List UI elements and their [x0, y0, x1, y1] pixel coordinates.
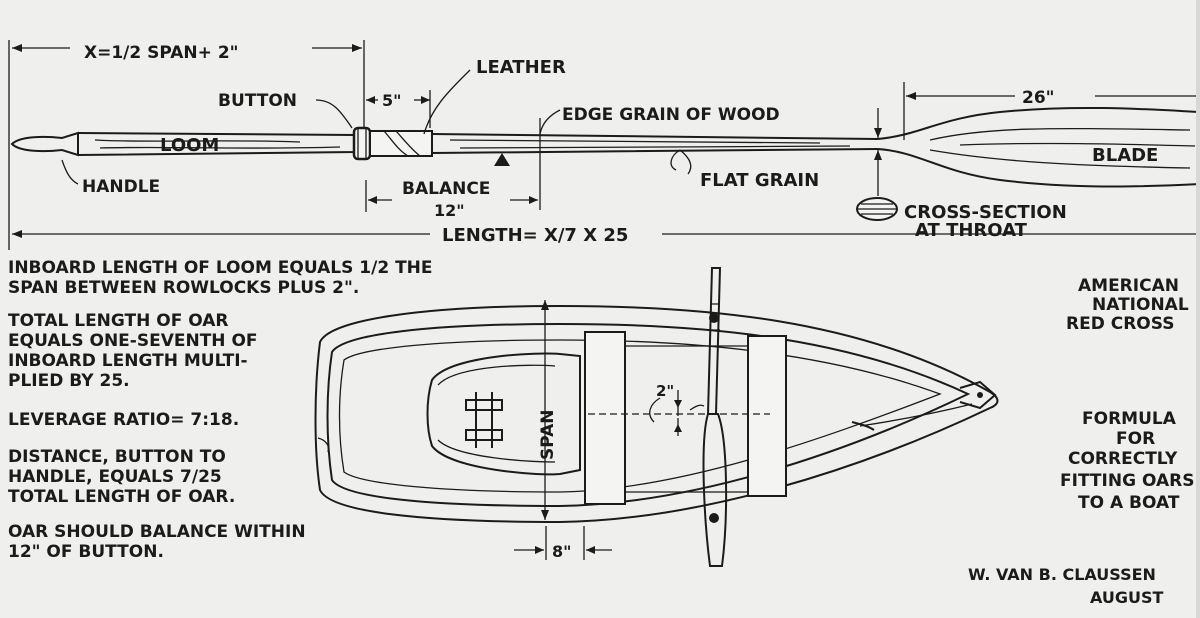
page-edge — [1196, 0, 1200, 618]
edge-grain-label: EDGE GRAIN OF WOOD — [562, 105, 780, 125]
leather-label: LEATHER — [476, 57, 566, 78]
five-inch-label: 5" — [382, 91, 401, 110]
formula-line-3: CORRECTLY — [1068, 449, 1178, 469]
boat-drawing — [314, 304, 999, 524]
org-line-2: NATIONAL — [1092, 295, 1189, 315]
flat-grain-label: FLAT GRAIN — [700, 170, 819, 191]
bow-stem — [959, 380, 997, 410]
note-4b: HANDLE, EQUALS 7/25 — [8, 467, 222, 487]
boat-oar-blade — [702, 413, 728, 567]
button-label: BUTTON — [218, 91, 297, 111]
length-formula-label: LENGTH= X/7 X 25 — [442, 225, 628, 246]
org-line-3: RED CROSS — [1066, 314, 1174, 334]
oar-dimensions — [8, 40, 1198, 250]
oar-leather — [369, 130, 433, 157]
x-formula-label: X=1/2 SPAN+ 2" — [84, 43, 239, 63]
formula-line-2: FOR — [1116, 429, 1155, 449]
oar-drawing — [10, 106, 1200, 221]
twelve-inch-label: 12" — [434, 201, 465, 220]
formula-line-4: FITTING OARS — [1060, 471, 1194, 491]
note-2b: EQUALS ONE-SEVENTH OF — [8, 331, 258, 351]
note-2a: TOTAL LENGTH OF OAR — [8, 311, 229, 331]
seat-cleat — [465, 399, 503, 441]
note-1a: INBOARD LENGTH OF LOOM EQUALS 1/2 THE — [8, 258, 433, 278]
note-4c: TOTAL LENGTH OF OAR. — [8, 487, 235, 507]
painter-rope — [859, 403, 973, 427]
balance-point-marker — [494, 153, 510, 166]
oar-shaft — [431, 133, 879, 154]
thwart-rowing — [747, 335, 787, 497]
cross-section-label: CROSS-SECTION — [904, 202, 1067, 223]
oar-handle — [10, 131, 79, 157]
eight-inch-label: 8" — [552, 542, 571, 561]
thwart-forward — [584, 331, 626, 505]
note-1b: SPAN BETWEEN ROWLOCKS PLUS 2". — [8, 278, 359, 298]
month-label: AUGUST — [1090, 588, 1164, 607]
oar-button — [352, 126, 372, 161]
boat-hull-inner — [326, 322, 971, 508]
handle-label: HANDLE — [82, 177, 160, 197]
blade-label: BLADE — [1092, 145, 1158, 166]
author-label: W. VAN B. CLAUSSEN — [968, 565, 1156, 584]
note-2c: INBOARD LENGTH MULTI- — [8, 351, 248, 371]
two-inch-label: 2" — [656, 382, 674, 400]
boat-oar-shaft — [706, 267, 722, 415]
span-label: SPAN — [538, 409, 558, 460]
formula-line-5: TO A BOAT — [1078, 493, 1180, 513]
formula-line-1: FORMULA — [1082, 409, 1177, 429]
oar-blade — [877, 106, 1200, 188]
note-5a: OAR SHOULD BALANCE WITHIN — [8, 522, 306, 542]
bleed-through-texture — [380, 0, 1200, 40]
loom-label: LOOM — [160, 135, 219, 156]
at-throat-label: AT THROAT — [915, 220, 1028, 241]
credit-block: AMERICAN NATIONAL RED CROSS FORMULA FOR … — [968, 276, 1194, 607]
boat-dimensions — [514, 300, 770, 560]
note-5b: 12" OF BUTTON. — [8, 542, 164, 562]
twenty-six-inch-label: 26" — [1022, 88, 1055, 108]
boat-hull-outer — [314, 304, 999, 524]
org-line-1: AMERICAN — [1078, 276, 1179, 296]
bow-seat — [426, 352, 581, 476]
note-4a: DISTANCE, BUTTON TO — [8, 447, 226, 467]
notes-block: INBOARD LENGTH OF LOOM EQUALS 1/2 THE SP… — [8, 258, 433, 562]
balance-label: BALANCE — [402, 179, 490, 199]
note-3: LEVERAGE RATIO= 7:18. — [8, 410, 239, 430]
note-2d: PLIED BY 25. — [8, 371, 130, 391]
